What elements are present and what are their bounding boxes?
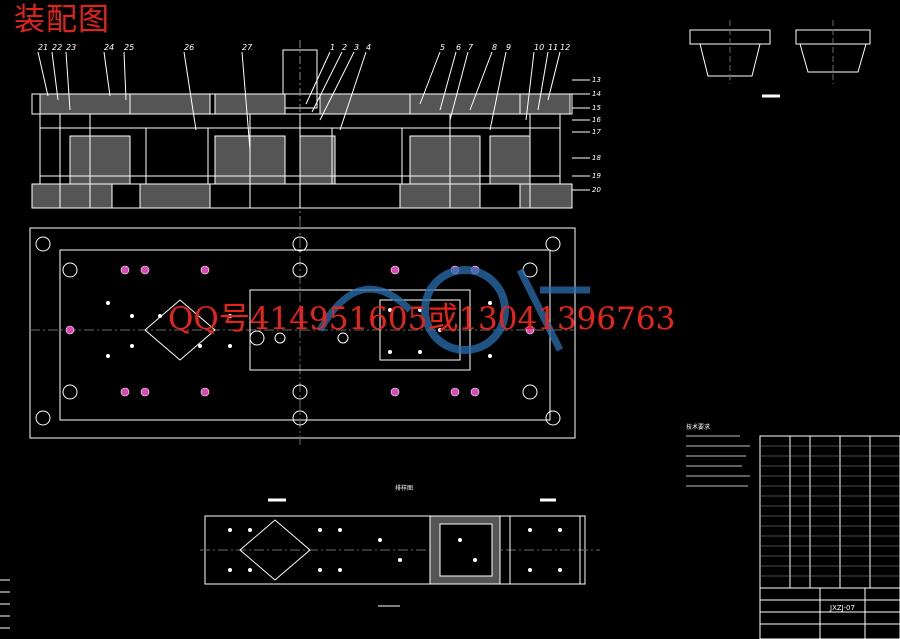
part-number-label: 11 [548, 43, 558, 52]
part-number-label: 22 [52, 43, 62, 52]
detail-views [689, 20, 871, 98]
part-number-label: 26 [184, 43, 194, 52]
tech-requirements [686, 435, 750, 487]
part-number-label: 1 [330, 43, 335, 52]
sheet-code: JXZJ-07 [829, 604, 855, 612]
section-view [31, 40, 590, 220]
part-number-label: 14 [592, 90, 601, 98]
part-number-label: 21 [38, 43, 48, 52]
strip-caption: 排样图 [395, 484, 413, 492]
part-number-label: 13 [592, 76, 601, 84]
part-number-label: 8 [492, 43, 497, 52]
part-number-label: 12 [560, 43, 570, 52]
part-number-label: 9 [506, 43, 511, 52]
part-number-label: 20 [592, 186, 601, 194]
part-number-label: 25 [124, 43, 134, 52]
part-number-label: 19 [592, 172, 601, 180]
watermark-text: QQ号414951605或13041396763 [168, 301, 676, 337]
part-number-label: 17 [592, 128, 601, 136]
part-number-label: 6 [456, 43, 461, 52]
watermark-logo [316, 266, 590, 354]
part-number-label: 16 [592, 116, 601, 124]
part-number-label: 18 [592, 154, 601, 162]
part-number-label: 2 [342, 43, 347, 52]
strip-layout [200, 498, 600, 607]
part-number-labels-right: 13 14 15 16 17 18 19 20 [592, 76, 601, 194]
drawing-title: 装配图 [14, 2, 110, 38]
part-number-label: 5 [440, 43, 445, 52]
part-number-label: 3 [354, 43, 359, 52]
tech-requirements-title: 技术要求 [686, 423, 710, 431]
parts-list-table [759, 435, 900, 639]
margin-marks [0, 579, 10, 629]
part-number-label: 27 [242, 43, 253, 52]
part-number-label: 10 [534, 43, 544, 52]
part-number-label: 4 [366, 43, 371, 52]
part-number-label: 7 [468, 43, 474, 52]
part-number-label: 23 [66, 43, 76, 52]
part-number-label: 24 [104, 43, 114, 52]
part-number-label: 15 [592, 104, 601, 112]
